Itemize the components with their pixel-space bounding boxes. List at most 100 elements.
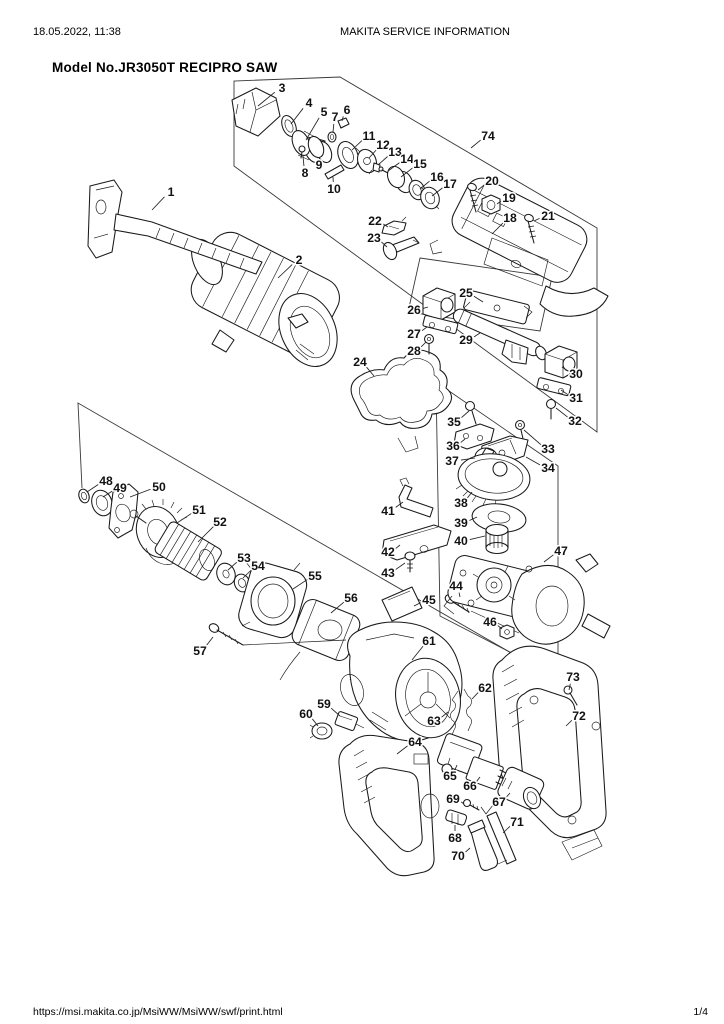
part-label-60: 60: [299, 707, 313, 721]
leader-line-56: [330, 601, 345, 614]
part-label-27: 27: [407, 327, 421, 341]
part-drawing-32: [545, 398, 557, 420]
part-label-3: 3: [279, 81, 286, 95]
part-drawing-11: [337, 141, 359, 169]
part-drawing-70: [467, 819, 499, 871]
leader-line-22: [382, 223, 389, 228]
leader-line-61: [411, 645, 424, 661]
leader-line-37: [460, 457, 476, 461]
leader-line-5: [305, 117, 320, 141]
part-drawing-36: [453, 423, 495, 450]
part-drawing-18: [429, 177, 609, 317]
part-drawing-42: [381, 524, 452, 561]
leader-line-40: [469, 535, 486, 540]
leader-line-69: [460, 801, 465, 805]
header-title: MAKITA SERVICE INFORMATION: [340, 26, 510, 38]
part-label-65: 65: [443, 769, 457, 783]
part-drawing-1: [87, 179, 263, 275]
part-label-33: 33: [541, 442, 555, 456]
part-drawing-63: [450, 690, 459, 736]
part-drawing-73: [563, 685, 578, 706]
part-drawing-60: [309, 722, 333, 740]
leader-line-63: [441, 711, 449, 718]
part-label-28: 28: [407, 344, 421, 358]
part-drawing-69: [462, 798, 480, 811]
leader-line-4: [290, 108, 304, 125]
part-label-50: 50: [152, 480, 166, 494]
part-drawing-23: [382, 236, 420, 261]
part-label-6: 6: [344, 103, 351, 117]
part-drawing-8: [298, 145, 306, 159]
leader-line-13: [377, 155, 389, 166]
header-datetime: 18.05.2022, 11:38: [33, 26, 121, 38]
part-drawing-57: [208, 623, 347, 646]
part-label-18: 18: [503, 211, 517, 225]
leader-line-51: [176, 513, 192, 524]
part-drawing-15: [386, 165, 414, 194]
leader-line-34: [525, 456, 541, 466]
leader-line-16: [419, 180, 430, 190]
part-label-19: 19: [502, 191, 516, 205]
leader-line-18: [491, 222, 504, 235]
part-label-49: 49: [113, 481, 127, 495]
leader-line-52: [197, 526, 214, 543]
part-label-71: 71: [510, 815, 524, 829]
part-label-54: 54: [251, 559, 265, 573]
part-label-64: 64: [408, 735, 422, 749]
part-label-44: 44: [449, 579, 463, 593]
part-drawing-64: [338, 734, 440, 877]
part-label-34: 34: [541, 461, 555, 475]
part-label-7: 7: [332, 110, 339, 124]
part-drawing-59: [334, 711, 365, 732]
part-drawing-67: [497, 766, 545, 810]
part-label-16: 16: [430, 170, 444, 184]
leader-line-36: [460, 438, 466, 443]
leader-line-28: [420, 341, 427, 348]
leader-line-49: [102, 490, 113, 498]
leader-line-7: [332, 123, 335, 133]
part-label-29: 29: [459, 333, 473, 347]
part-label-24: 24: [353, 355, 367, 369]
part-label-67: 67: [492, 795, 506, 809]
leader-line-24: [366, 366, 375, 377]
leader-line-65: [454, 764, 458, 771]
part-drawing-9: [307, 135, 333, 164]
part-label-5: 5: [321, 105, 328, 119]
leader-line-60: [312, 718, 319, 727]
leader-line-17: [431, 187, 443, 197]
part-label-2: 2: [296, 253, 303, 267]
leader-line-41: [395, 501, 404, 508]
leader-line-66: [476, 776, 481, 782]
part-drawing-71: [480, 804, 517, 865]
leader-line-53: [227, 561, 238, 571]
part-label-56: 56: [344, 591, 358, 605]
part-drawing-19: [481, 194, 501, 215]
part-label-43: 43: [381, 566, 395, 580]
leader-line-15: [400, 167, 413, 178]
part-label-48: 48: [99, 474, 113, 488]
leader-line-64: [396, 745, 408, 755]
part-label-57: 57: [193, 644, 207, 658]
leader-line-73: [568, 683, 571, 691]
leader-line-8: [302, 155, 305, 167]
part-label-26: 26: [407, 303, 421, 317]
part-label-52: 52: [213, 515, 227, 529]
part-drawing-48: [78, 488, 90, 504]
footer-url: https://msi.makita.co.jp/MsiWW/MsiWW/swf…: [33, 1006, 283, 1018]
part-label-51: 51: [192, 503, 206, 517]
part-label-30: 30: [569, 367, 583, 381]
leader-line-45: [413, 602, 421, 607]
part-drawing-29: [452, 308, 547, 365]
leader-line-1: [151, 196, 165, 211]
part-label-62: 62: [478, 681, 492, 695]
leader-line-39: [469, 516, 478, 521]
part-drawing-35: [464, 400, 477, 425]
leader-line-50: [129, 488, 151, 498]
part-label-61: 61: [422, 634, 436, 648]
leader-line-19: [496, 200, 502, 205]
part-drawing-20: [467, 182, 479, 213]
part-label-73: 73: [566, 670, 580, 684]
